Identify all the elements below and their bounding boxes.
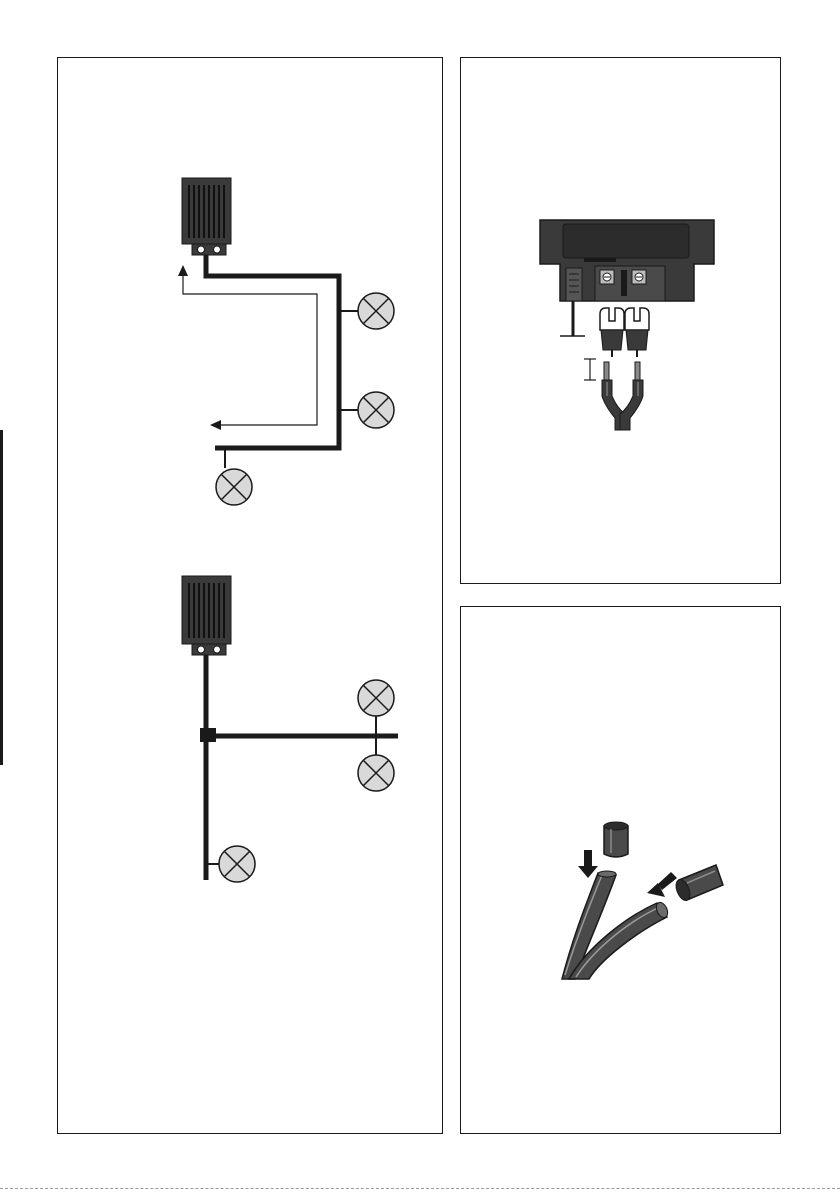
terminal-connection-svg [461,58,782,585]
cable-connector [200,728,216,742]
arrow-up-icon [178,265,188,276]
page-bottom-edge [0,1188,840,1189]
lamp-icon [358,392,394,428]
series-cable [206,255,339,448]
lamp-icon [219,846,255,882]
transformer-terminal-block [540,220,714,301]
strip-length-marker [584,359,596,380]
terminal-connection-panel [460,57,781,584]
wiring-diagram-panel [57,57,443,1134]
cable-end-caps-panel [460,606,781,1134]
lamp-icon [358,755,394,791]
series-wiring-diagram [178,178,394,505]
transformer-unit-bottom [182,576,231,655]
end-cap-vertical [604,822,628,857]
arrow-left-icon [210,420,221,430]
wiring-diagram-svg [58,58,444,1135]
lamp-icon [358,293,394,329]
branch-wiring-diagram [182,576,398,882]
lamp-icon [216,469,252,505]
cable-end-caps-svg [461,607,782,1135]
two-core-cable [602,380,643,430]
transformer-unit-top [182,178,231,255]
fork-terminal-left [600,308,624,357]
fork-terminal-right [625,308,649,357]
end-cap-angled [673,865,723,902]
arrow-down-icon [578,850,598,878]
lamp-icon [358,680,394,716]
page-edge-marker [0,430,3,765]
current-flow-line [183,276,317,425]
arrow-down-left-icon [647,872,677,897]
